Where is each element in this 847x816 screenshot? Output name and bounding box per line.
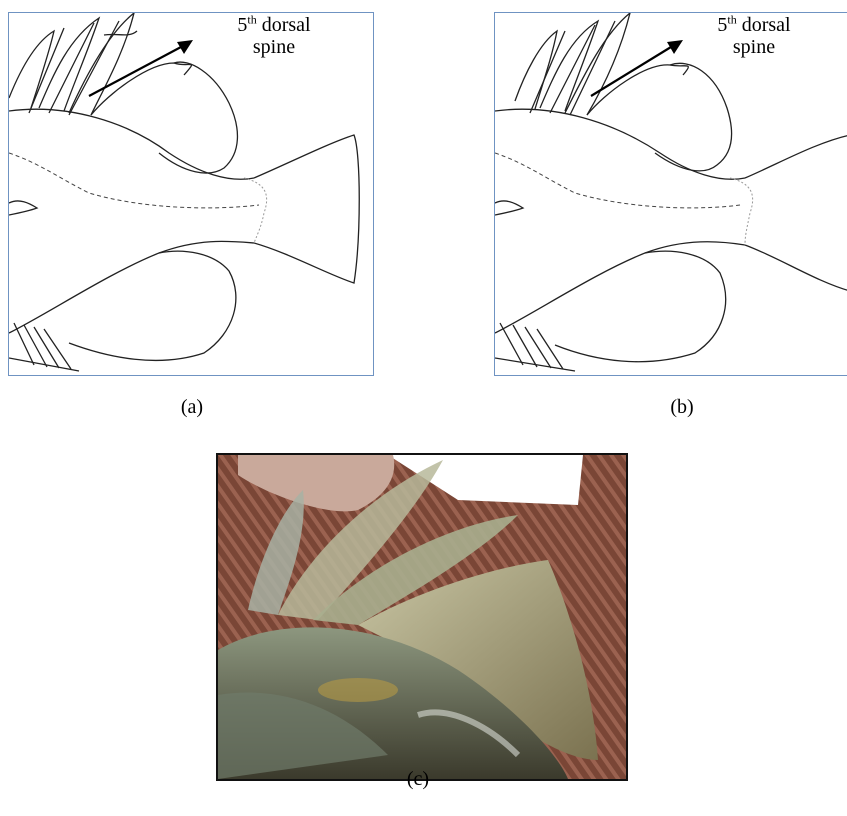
caption-b: (b) [652, 396, 712, 419]
caudal-fin [254, 135, 359, 283]
soft-dorsal-lobe [159, 62, 237, 173]
callout-arrow-line [89, 47, 181, 96]
fish-fin-photo-illustration [218, 455, 626, 779]
fish-drawing-panel-a [8, 12, 374, 376]
body-dorsal-edge [9, 109, 254, 179]
anal-fin-lobe [69, 251, 236, 360]
fish-drawing-panel-b [494, 12, 847, 376]
dorsal-fin-soft-top [91, 63, 191, 115]
body-ventral-edge [9, 241, 254, 333]
callout-label-a: 5th dorsal spine [220, 14, 328, 58]
caption-a: (a) [162, 396, 222, 419]
fish-outline-drawing-b [495, 13, 847, 375]
fish-fin-photo [216, 453, 628, 781]
caption-c: (c) [388, 768, 448, 791]
fish-outline-drawing-a [9, 13, 373, 375]
callout-label-b: 5th dorsal spine [700, 14, 808, 58]
dorsal-spine-3 [69, 13, 134, 115]
